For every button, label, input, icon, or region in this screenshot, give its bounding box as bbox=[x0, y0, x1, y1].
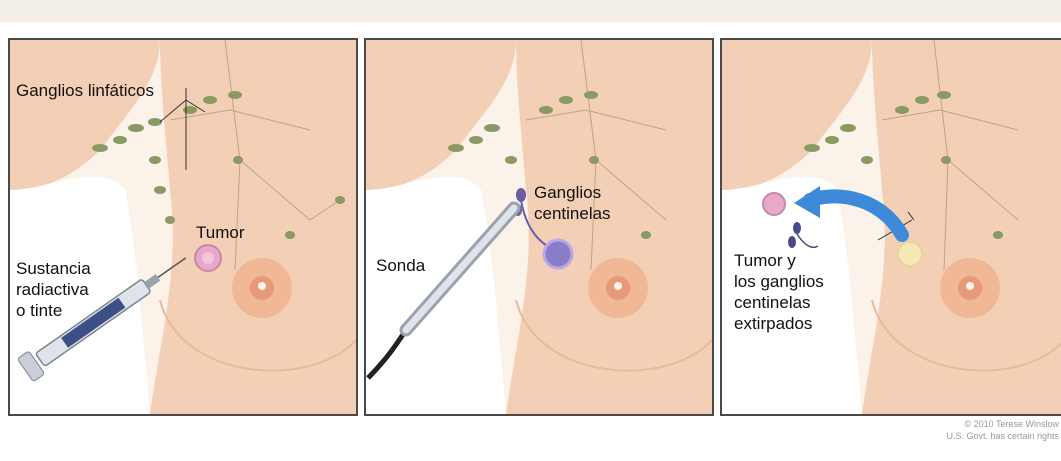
probe-illustration bbox=[366, 40, 712, 414]
probe-label: Sonda bbox=[376, 255, 425, 276]
removal-illustration bbox=[722, 40, 1061, 414]
panel-probe: Ganglios centinelas Sonda bbox=[364, 38, 714, 416]
panel-removal: Tumor y los ganglios centinelas extirpad… bbox=[720, 38, 1061, 416]
tumor-label: Tumor bbox=[196, 222, 245, 243]
substance-label: Sustancia radiactiva o tinte bbox=[16, 258, 91, 321]
top-band bbox=[0, 0, 1061, 22]
sentinel-nodes-label: Ganglios centinelas bbox=[534, 182, 611, 224]
lymph-nodes-label: Ganglios linfáticos bbox=[16, 80, 154, 101]
removed-label: Tumor y los ganglios centinelas extirpad… bbox=[734, 250, 824, 334]
copyright-notice: © 2010 Terese Winslow U.S. Govt. has cer… bbox=[946, 418, 1059, 442]
tumor-marker bbox=[195, 245, 221, 271]
panel-injection: Ganglios linfáticos Tumor Sustancia radi… bbox=[8, 38, 358, 416]
excision-site bbox=[898, 242, 922, 266]
